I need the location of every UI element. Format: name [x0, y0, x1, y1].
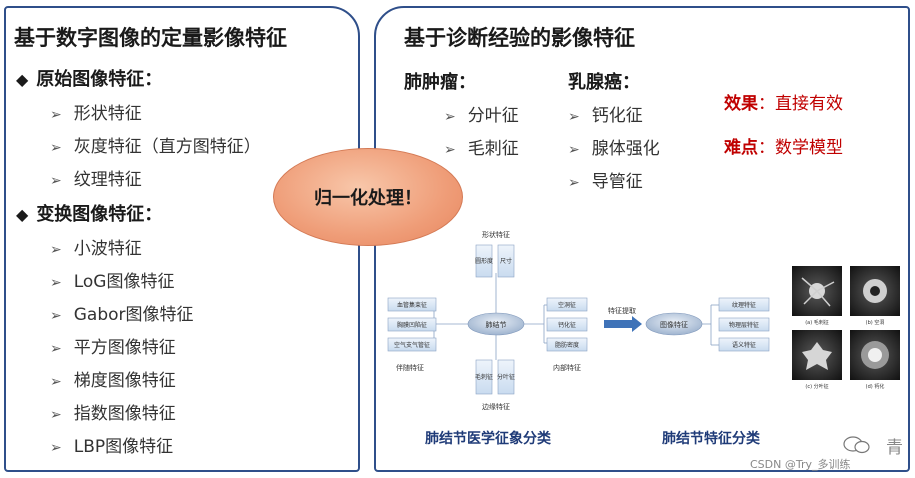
difficulty-label: 难点	[724, 138, 758, 158]
internal-box-label: 脂肪密度	[555, 341, 579, 349]
arrow-bullet-icon: ➢	[568, 142, 580, 158]
list-item: ➢ 腺体强化	[568, 134, 660, 159]
arrow-bullet-icon: ➢	[50, 275, 62, 291]
feature-class-label: 纹理特征	[732, 301, 756, 309]
list-item: ➢ 毛刺征	[444, 134, 519, 159]
arrow-bullet-icon: ➢	[50, 308, 62, 324]
size-label: 尺寸	[500, 257, 512, 265]
list-item-label: 钙化征	[592, 106, 643, 126]
arrow-bullet-icon: ➢	[568, 109, 580, 125]
adjacent-box-label: 空气支气管征	[394, 341, 430, 349]
ct-cavity-image	[850, 266, 900, 316]
image-feature-label: 图像特征	[660, 320, 688, 329]
list-item-label: 指数图像特征	[74, 404, 176, 424]
arrow-bullet-icon: ➢	[444, 109, 456, 125]
arrow-bullet-icon: ➢	[50, 374, 62, 390]
feature-class-label: 语义特征	[732, 341, 756, 349]
list-item-label: 小波特征	[74, 239, 142, 259]
list-item-label: LoG图像特征	[74, 272, 175, 292]
feature-class-label: 物理层特征	[729, 321, 759, 329]
list-item: ➢ 平方图像特征	[50, 333, 176, 358]
difficulty-value: ：数学模型	[758, 138, 843, 158]
ct-caption: (b) 空洞	[866, 319, 885, 326]
wechat-watermark-char: 青	[886, 433, 903, 458]
list-item-label: 形状特征	[74, 104, 142, 124]
arrow-right-icon	[604, 316, 642, 332]
diamond-bullet-icon: ◆	[16, 205, 28, 224]
list-item: ➢ 指数图像特征	[50, 399, 176, 424]
list-item-label: 平方图像特征	[74, 338, 176, 358]
list-item-label: LBP图像特征	[74, 437, 173, 457]
lung-nodule-sign-diagram: 形状特征 圆形度 尺寸 肺结节 血管集束征 胸膜凹陷征 空气支气管征 伴随特征 …	[384, 225, 804, 425]
section-original-label: 原始图像特征：	[36, 69, 162, 90]
section-transform-features: ◆ 变换图像特征：	[16, 200, 162, 226]
ct-calcification-image	[850, 330, 900, 380]
arrow-bullet-icon: ➢	[568, 175, 580, 191]
caption-feature-classes: 肺结节特征分类	[662, 428, 760, 448]
arrow-bullet-icon: ➢	[50, 107, 62, 123]
internal-features-label: 内部特征	[553, 363, 581, 372]
effect-note: 效果：直接有效	[724, 89, 843, 114]
arrow-bullet-icon: ➢	[50, 341, 62, 357]
list-item-label: 导管征	[592, 172, 643, 192]
breast-cancer-heading: 乳腺癌：	[568, 68, 640, 94]
wechat-icon	[842, 434, 872, 456]
section-original-features: ◆ 原始图像特征：	[16, 65, 162, 91]
list-item: ➢ 梯度图像特征	[50, 366, 176, 391]
list-item: ➢ Gabor图像特征	[50, 300, 194, 325]
ct-caption: (d) 钙化	[866, 383, 885, 390]
adjacent-features-label: 伴随特征	[396, 363, 424, 372]
list-item: ➢ LBP图像特征	[50, 432, 173, 457]
arrow-bullet-icon: ➢	[50, 440, 62, 456]
list-item: ➢ 纹理特征	[50, 165, 142, 190]
list-item-label: 纹理特征	[74, 170, 142, 190]
internal-box-label: 空洞征	[558, 301, 576, 309]
arrow-bullet-icon: ➢	[50, 242, 62, 258]
normalization-label: 归一化处理！	[314, 184, 422, 210]
list-item: ➢ 分叶征	[444, 101, 519, 126]
list-item-label: 腺体强化	[592, 139, 660, 159]
list-item-label: 灰度特征（直方图特征）	[74, 137, 261, 157]
list-item: ➢ 灰度特征（直方图特征）	[50, 132, 261, 157]
internal-box-label: 钙化征	[558, 321, 576, 329]
caption-medical-signs: 肺结节医学征象分类	[425, 428, 551, 448]
ct-image-grid: (a) 毛刺征 (b) 空洞 (c) 分叶征 (d) 钙化	[790, 264, 902, 392]
lobulation-label: 分叶征	[497, 373, 515, 381]
feature-extraction-label: 特征提取	[608, 306, 636, 315]
ct-caption: (a) 毛刺征	[805, 319, 829, 326]
list-item: ➢ 钙化征	[568, 101, 643, 126]
csdn-watermark: CSDN @Try_多训练	[750, 456, 851, 472]
right-title: 基于诊断经验的影像特征	[404, 22, 635, 52]
difficulty-note: 难点：数学模型	[724, 133, 843, 158]
ct-caption: (c) 分叶征	[805, 383, 828, 390]
list-item-label: 分叶征	[468, 106, 519, 126]
arrow-bullet-icon: ➢	[50, 407, 62, 423]
adjacent-box-label: 胸膜凹陷征	[397, 321, 427, 329]
section-transform-label: 变换图像特征：	[36, 204, 162, 225]
ct-lobulation-image	[792, 330, 842, 380]
diamond-bullet-icon: ◆	[16, 70, 28, 89]
arrow-bullet-icon: ➢	[444, 142, 456, 158]
ct-spiculation-image	[792, 266, 842, 316]
list-item: ➢ 导管征	[568, 167, 643, 192]
list-item: ➢ 小波特征	[50, 234, 142, 259]
shape-features-label: 形状特征	[482, 230, 510, 239]
effect-label: 效果	[724, 94, 758, 114]
list-item-label: 毛刺征	[468, 139, 519, 159]
lung-tumor-heading: 肺肿瘤：	[404, 68, 476, 94]
spiculation-label: 毛刺征	[475, 373, 493, 381]
list-item: ➢ 形状特征	[50, 99, 142, 124]
effect-value: ：直接有效	[758, 94, 843, 114]
list-item-label: 梯度图像特征	[74, 371, 176, 391]
arrow-bullet-icon: ➢	[50, 140, 62, 156]
roundness-label: 圆形度	[475, 257, 493, 265]
edge-features-label: 边缘特征	[482, 402, 510, 411]
list-item-label: Gabor图像特征	[74, 305, 194, 325]
list-item: ➢ LoG图像特征	[50, 267, 174, 292]
lung-nodule-label: 肺结节	[486, 320, 507, 329]
left-title: 基于数字图像的定量影像特征	[14, 22, 287, 52]
adjacent-box-label: 血管集束征	[397, 301, 427, 309]
arrow-bullet-icon: ➢	[50, 173, 62, 189]
